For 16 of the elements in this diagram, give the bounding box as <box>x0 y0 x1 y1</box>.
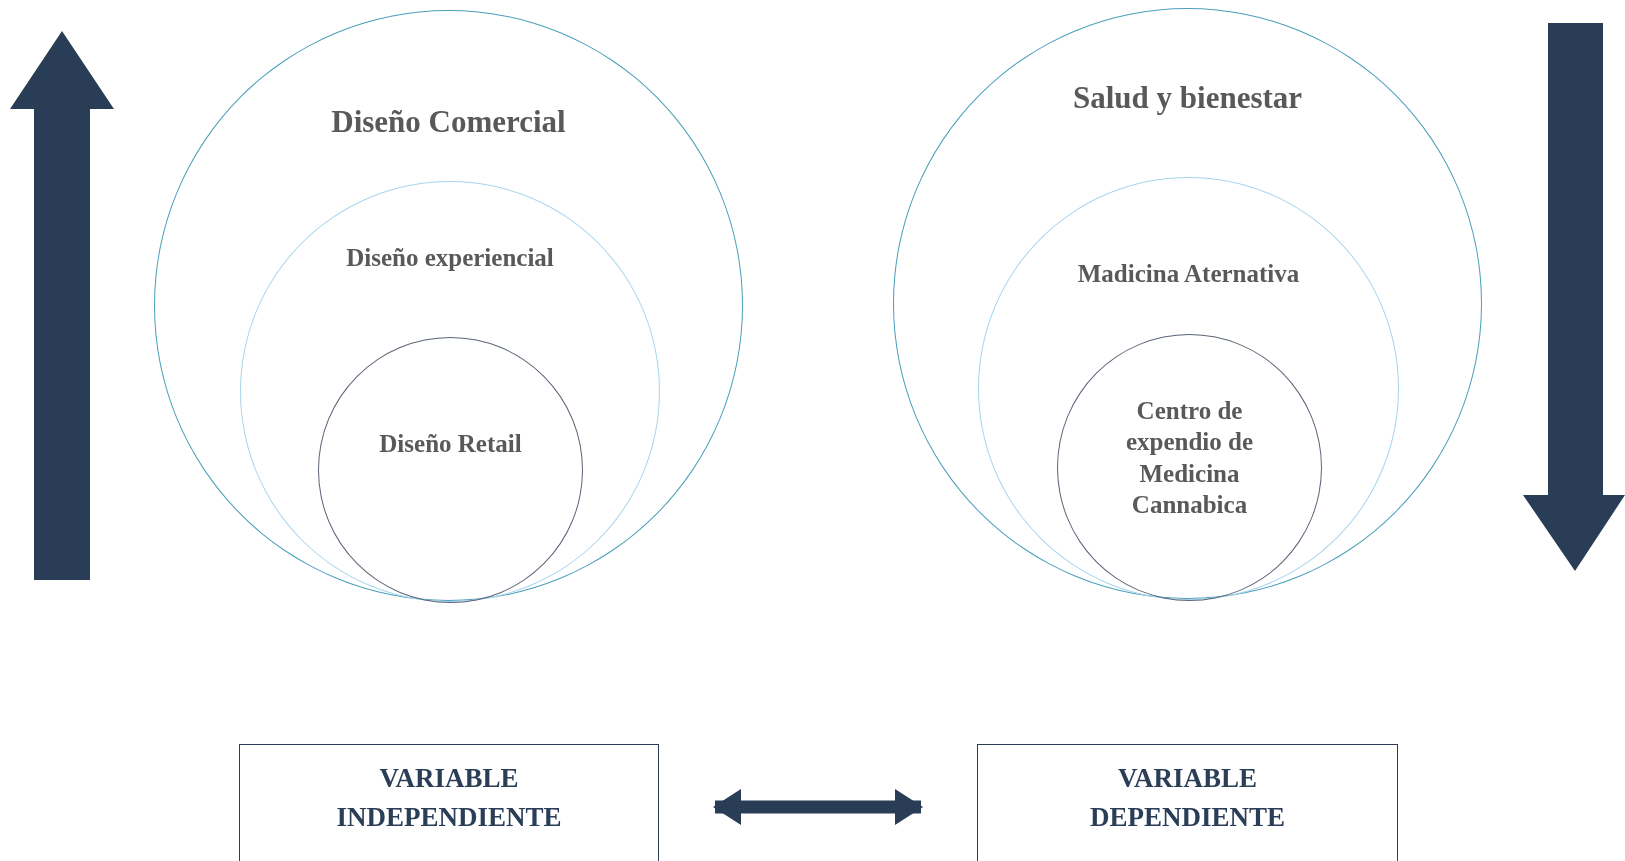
inner-circle <box>1057 334 1322 601</box>
variable-box <box>239 744 659 861</box>
middle-circle <box>978 177 1399 600</box>
circle-label: Diseño experiencial <box>345 243 555 273</box>
variable-box <box>977 744 1398 861</box>
double-arrow <box>713 789 923 825</box>
circle-label: Madicina Aternativa <box>1076 259 1301 289</box>
variable-label: VARIABLE INDEPENDIENTE <box>335 762 563 835</box>
circle-label: Salud y bienestar <box>1071 79 1304 117</box>
outer-circle <box>893 8 1482 599</box>
middle-circle <box>240 181 660 602</box>
circle-label: Centro de expendio de Medicina Cannabica <box>1124 396 1255 520</box>
outer-circle <box>154 10 743 601</box>
variable-label: VARIABLE DEPENDIENTE <box>1088 762 1286 835</box>
circle-label: Diseño Retail <box>378 429 523 459</box>
circle-label: Diseño Comercial <box>330 103 567 141</box>
